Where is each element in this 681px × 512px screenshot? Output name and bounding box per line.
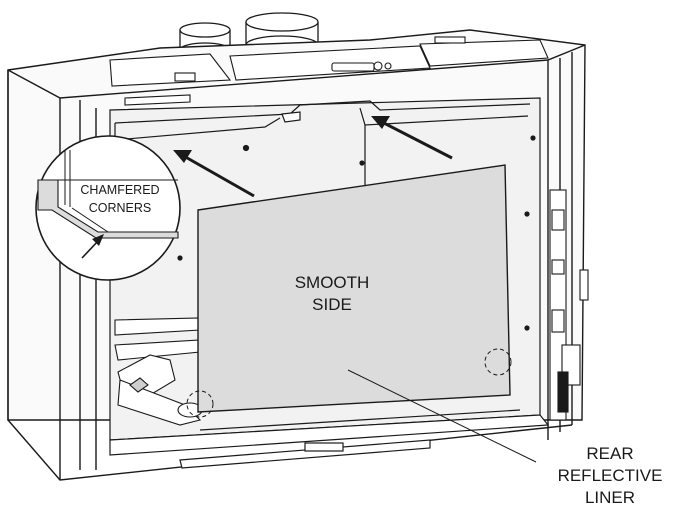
- arrow-head-right: [371, 116, 390, 129]
- liner-text-reflective: REFLECTIVE: [558, 466, 663, 485]
- right-side-controls: [549, 189, 589, 421]
- bottom-trim: [109, 409, 550, 469]
- liner-text-liner: LINER: [585, 488, 635, 507]
- install-arrows: [173, 116, 453, 198]
- callout-text-chamfered: CHAMFERED: [80, 183, 159, 197]
- top-panel-details: [109, 36, 549, 106]
- liner-label: REAR REFLECTIVE LINER: [558, 444, 663, 507]
- liner-leader: [347, 369, 537, 463]
- panel-text-side: SIDE: [312, 295, 352, 314]
- panel-text-smooth: SMOOTH: [295, 273, 370, 292]
- callout-text-corners: CORNERS: [89, 201, 152, 215]
- arrow-head-left: [173, 150, 192, 163]
- liner-text-rear: REAR: [586, 444, 633, 463]
- callout-arrow-head: [92, 234, 104, 246]
- chamfer-callout: CHAMFERED CORNERS: [35, 135, 181, 281]
- rear-reflective-liner: SMOOTH SIDE: [186, 164, 512, 418]
